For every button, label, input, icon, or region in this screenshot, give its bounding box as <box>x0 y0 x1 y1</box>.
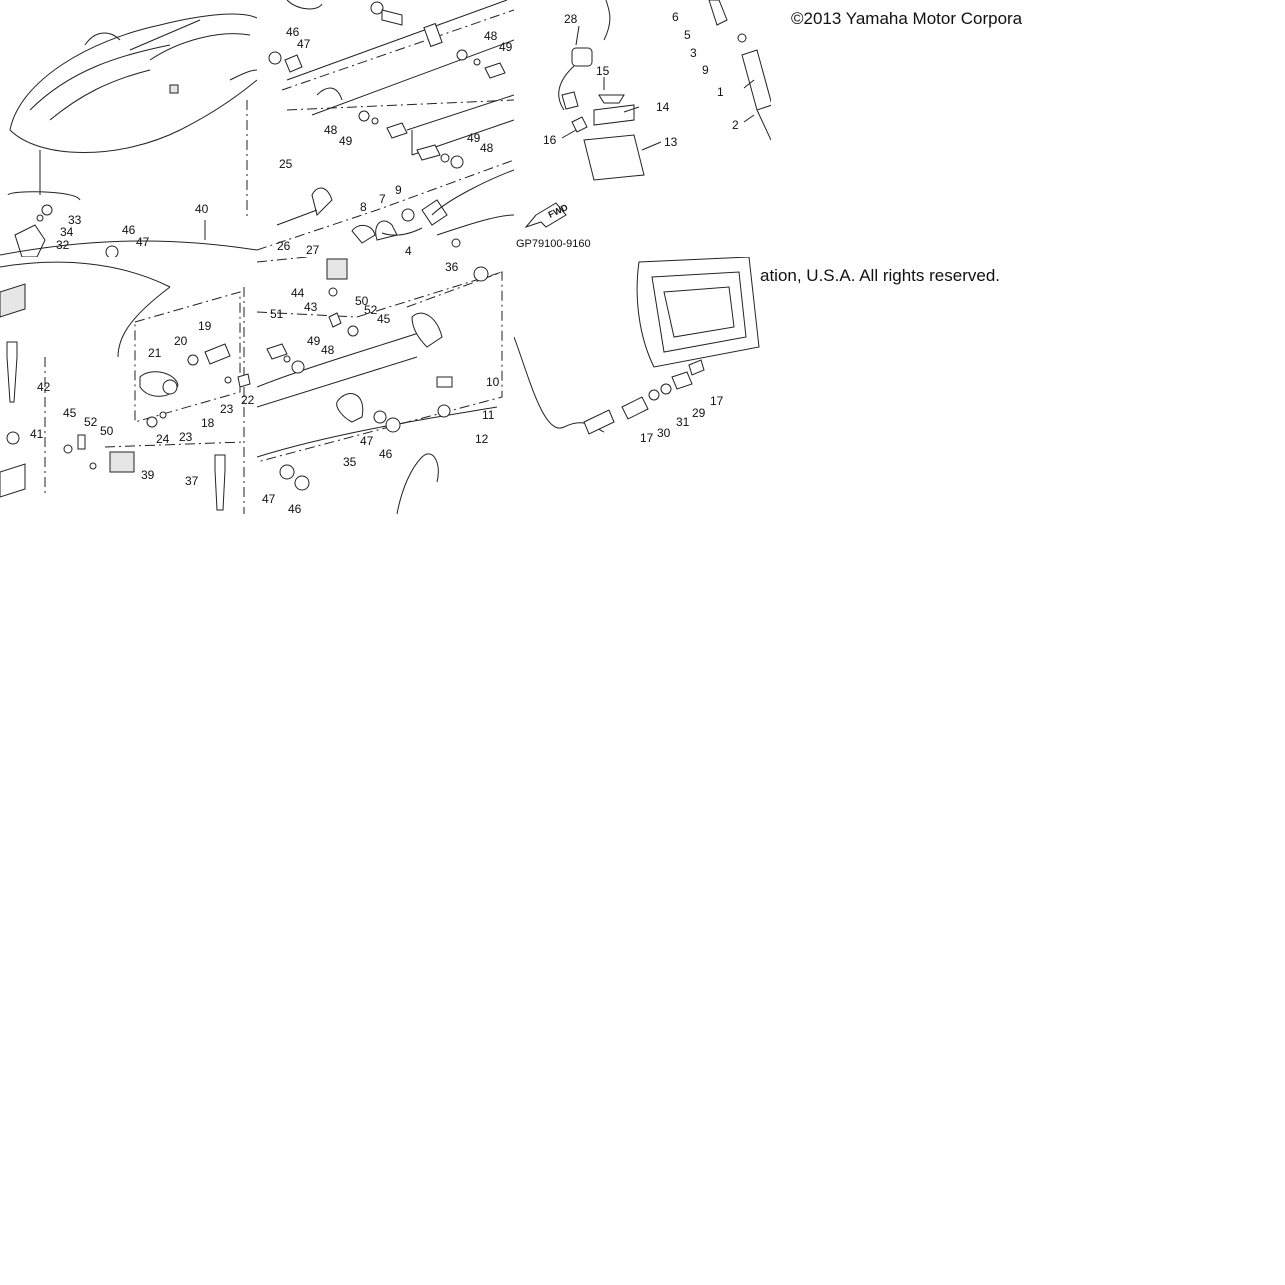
callout-47: 47 <box>360 434 374 448</box>
callout-7: 7 <box>379 192 386 206</box>
callout-49: 49 <box>339 134 353 148</box>
callout-8: 8 <box>360 200 367 214</box>
callout-23: 23 <box>220 402 234 416</box>
callout-15: 15 <box>596 64 610 78</box>
callout-42: 42 <box>37 380 51 394</box>
callout-50: 50 <box>355 294 369 308</box>
callout-47: 47 <box>297 37 311 51</box>
callout-19: 19 <box>198 319 212 333</box>
callout-36: 36 <box>445 260 459 274</box>
callout-37: 37 <box>185 474 199 488</box>
callout-39: 39 <box>141 468 155 482</box>
callout-20: 20 <box>174 334 188 348</box>
callout-30: 30 <box>657 426 671 440</box>
callout-49: 49 <box>307 334 321 348</box>
callout-35: 35 <box>343 455 357 469</box>
callout-49: 49 <box>467 131 481 145</box>
callout-13: 13 <box>664 135 678 149</box>
callout-44: 44 <box>291 286 305 300</box>
callout-34: 34 <box>60 225 74 239</box>
callout-52: 52 <box>364 303 378 317</box>
callout-32: 32 <box>56 238 70 252</box>
callout-31: 31 <box>676 415 690 429</box>
callout-16: 16 <box>543 133 557 147</box>
copyright-top: ©2013 Yamaha Motor Corpora <box>791 9 1023 28</box>
callout-45: 45 <box>63 406 77 420</box>
callout-1: 1 <box>717 85 724 99</box>
callout-41: 41 <box>30 427 44 441</box>
watercraft-overview-drawing: 33 34 32 40 46 47 <box>0 13 257 257</box>
callout-47: 47 <box>136 235 150 249</box>
copyright-bottom: ation, U.S.A. All rights reserved. <box>760 266 1000 285</box>
callout-46: 46 <box>379 447 393 461</box>
callout-4: 4 <box>405 244 412 257</box>
bracket-assembly-drawing: 36 44 43 50 52 45 51 49 48 10 11 12 47 4… <box>257 257 503 514</box>
callout-9: 9 <box>702 63 709 77</box>
callout-27: 27 <box>306 243 320 257</box>
callout-6: 6 <box>672 10 679 24</box>
callout-11: 11 <box>482 408 495 422</box>
jet-housing-drawing: 17 29 31 30 17 <box>514 257 760 445</box>
callout-2: 2 <box>732 118 739 132</box>
callout-46: 46 <box>286 25 300 39</box>
tile-top-center: 46 47 48 49 48 49 49 48 25 26 27 8 7 9 <box>257 0 514 257</box>
callout-17: 17 <box>640 431 654 445</box>
rail-assembly-drawing: 46 47 48 49 48 49 49 48 25 26 27 8 7 9 <box>257 0 514 257</box>
callout-40: 40 <box>195 202 209 216</box>
callout-47: 47 <box>262 492 276 506</box>
callout-43: 43 <box>304 300 318 314</box>
callout-46: 46 <box>122 223 136 237</box>
callout-24: 24 <box>156 432 170 446</box>
callout-33: 33 <box>68 213 82 227</box>
callout-48: 48 <box>480 141 494 155</box>
callout-48: 48 <box>484 29 498 43</box>
tile-center-upper: 38 4 <box>257 193 514 257</box>
panel-assembly-drawing: 42 41 45 52 50 19 20 21 18 23 22 24 23 3… <box>0 261 255 514</box>
callout-5: 5 <box>684 28 691 42</box>
callout-25: 25 <box>279 157 293 171</box>
cooler-assembly-drawing: FWD GP79100-9160 28 15 14 16 13 6 5 3 9 … <box>516 0 771 250</box>
diagram-code: GP79100-9160 <box>516 238 591 250</box>
callout-52: 52 <box>84 415 98 429</box>
callout-29: 29 <box>692 406 706 420</box>
callout-22: 22 <box>241 393 255 407</box>
callout-17: 17 <box>710 394 724 408</box>
tile-jet-housing: 17 29 31 30 17 <box>514 257 771 514</box>
tile-middle-left: 42 41 45 52 50 19 20 21 18 23 22 24 23 3… <box>0 257 257 514</box>
tile-watercraft-overview: 33 34 32 40 46 47 <box>0 0 257 257</box>
callout-26: 26 <box>277 239 291 253</box>
callout-21: 21 <box>148 346 162 360</box>
callout-48: 48 <box>324 123 338 137</box>
callout-9: 9 <box>395 183 402 197</box>
callout-46: 46 <box>288 502 302 514</box>
callout-10: 10 <box>486 375 500 389</box>
tile-top-right: FWD GP79100-9160 28 15 14 16 13 6 5 3 9 … <box>514 0 771 257</box>
callout-51: 51 <box>270 307 284 321</box>
callout-14: 14 <box>656 100 670 114</box>
center-upper-drawing: 38 4 <box>351 225 461 257</box>
callout-49: 49 <box>499 40 513 54</box>
callout-18: 18 <box>201 416 215 430</box>
callout-48: 48 <box>321 343 335 357</box>
callout-23: 23 <box>179 430 193 444</box>
callout-28: 28 <box>564 12 578 26</box>
tile-mid-right-fragment <box>771 257 1028 297</box>
callout-3: 3 <box>690 46 697 60</box>
callout-12: 12 <box>475 432 489 446</box>
callout-45: 45 <box>377 312 391 326</box>
callout-50: 50 <box>100 424 114 438</box>
tile-center: 36 44 43 50 52 45 51 49 48 10 11 12 47 4… <box>257 257 514 514</box>
